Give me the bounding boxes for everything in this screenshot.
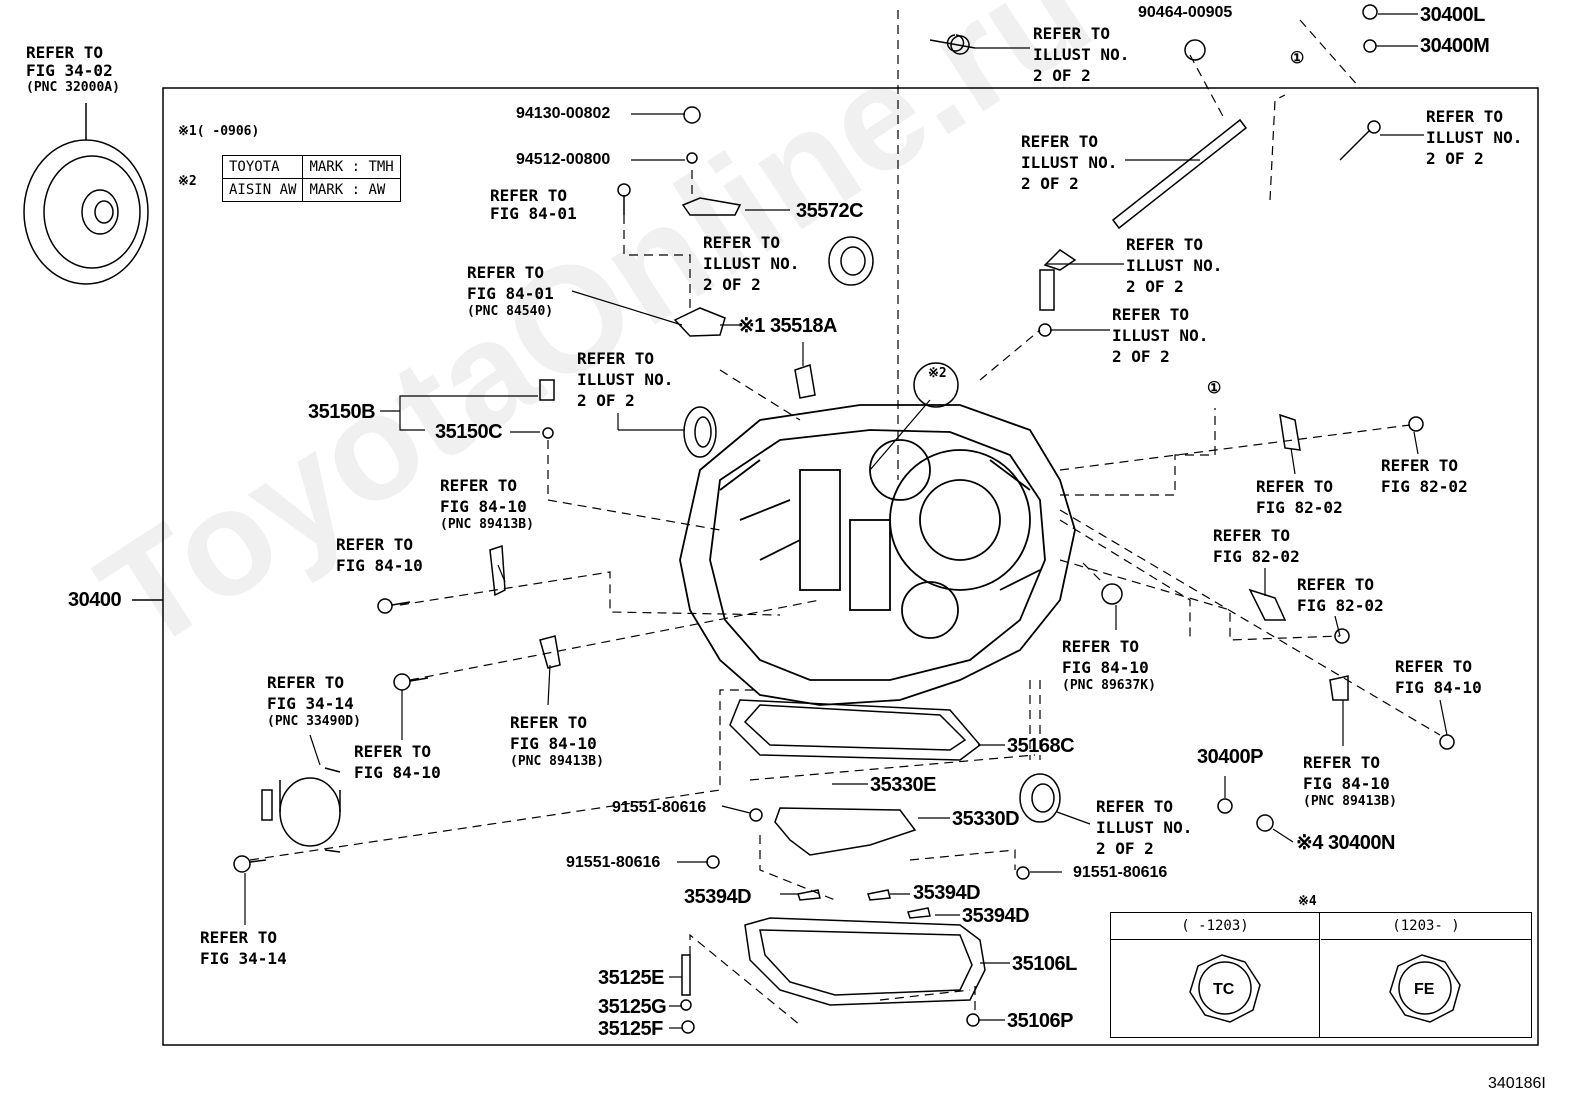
part-30400p: 30400P <box>1197 746 1263 768</box>
part-35394d-b: 35394D <box>913 882 981 904</box>
note-1: ※1( -0906) <box>178 124 260 139</box>
part-35572c: 35572C <box>796 200 864 222</box>
badge-tc-label: TC <box>1213 981 1235 998</box>
note-4-col-2: (1203- ) <box>1321 913 1531 940</box>
table-row: AISIN AW MARK : AW <box>221 178 401 202</box>
marker-2-callout: ※2 <box>928 366 947 381</box>
mark-cell: MARK : AW <box>302 178 401 202</box>
oil-pan <box>744 917 986 1006</box>
part-35106p: 35106P <box>1007 1010 1073 1032</box>
dipstick-tube <box>1111 118 1248 230</box>
maker-cell: AISIN AW <box>221 178 304 202</box>
main-frame <box>162 87 1539 1046</box>
part-91551-80616-c: 91551-80616 <box>1073 864 1168 881</box>
part-35394d-c: 35394D <box>962 905 1030 927</box>
circle-ref-mid: ① <box>1207 380 1222 397</box>
part-35330e: 35330E <box>870 774 936 796</box>
table-row: TOYOTA MARK : TMH <box>221 155 401 179</box>
badge-fe-icon <box>1389 954 1461 1023</box>
part-35168c: 35168C <box>1007 735 1075 757</box>
part-94130-00802: 94130-00802 <box>516 105 611 122</box>
transaxle-housing <box>679 404 1076 706</box>
mark-cell: MARK : TMH <box>302 155 401 179</box>
part-30400: 30400 <box>68 589 122 611</box>
part-30400m: 30400M <box>1420 35 1490 57</box>
part-91551-80616-b: 91551-80616 <box>566 854 661 871</box>
badge-fe-label: FE <box>1414 981 1435 998</box>
circle-ref-top: ① <box>1290 50 1305 67</box>
maker-cell: TOYOTA <box>221 155 304 179</box>
note-4-col-1: ( -1203) <box>1111 913 1320 940</box>
pan-gasket <box>729 699 982 761</box>
part-35150c: 35150C <box>435 421 503 443</box>
part-35106l: 35106L <box>1012 953 1077 975</box>
oil-cooler <box>261 767 341 853</box>
part-35518a: ※1 35518A <box>738 315 838 337</box>
oil-strainer <box>774 807 917 856</box>
seal-b <box>683 406 717 458</box>
part-35125g: 35125G <box>598 996 667 1018</box>
part-35394d-a: 35394D <box>684 886 752 908</box>
note-4-box: ( -1203) (1203- ) TC FE <box>1110 912 1532 1038</box>
seal-a <box>828 236 874 286</box>
part-30400l: 30400L <box>1420 4 1485 26</box>
note-4-marker: ※4 <box>1298 894 1317 909</box>
part-30400n: ※4 30400N <box>1296 832 1396 854</box>
note-2-marker: ※2 <box>178 174 197 189</box>
part-35125f: 35125F <box>598 1018 663 1040</box>
part-35125e: 35125E <box>598 967 664 989</box>
seal-c <box>1019 773 1061 823</box>
badge-tc-icon <box>1189 954 1261 1023</box>
maker-mark-table: TOYOTA MARK : TMH AISIN AW MARK : AW <box>221 155 401 202</box>
part-90464-00905: 90464-00905 <box>1138 4 1233 21</box>
part-91551-80616-a: 91551-80616 <box>612 799 707 816</box>
part-94512-00800: 94512-00800 <box>516 151 611 168</box>
diagram-id: 340186I <box>1488 1075 1546 1092</box>
part-35150b: 35150B <box>308 401 376 423</box>
torque-converter <box>23 103 149 285</box>
part-35330d: 35330D <box>952 808 1020 830</box>
